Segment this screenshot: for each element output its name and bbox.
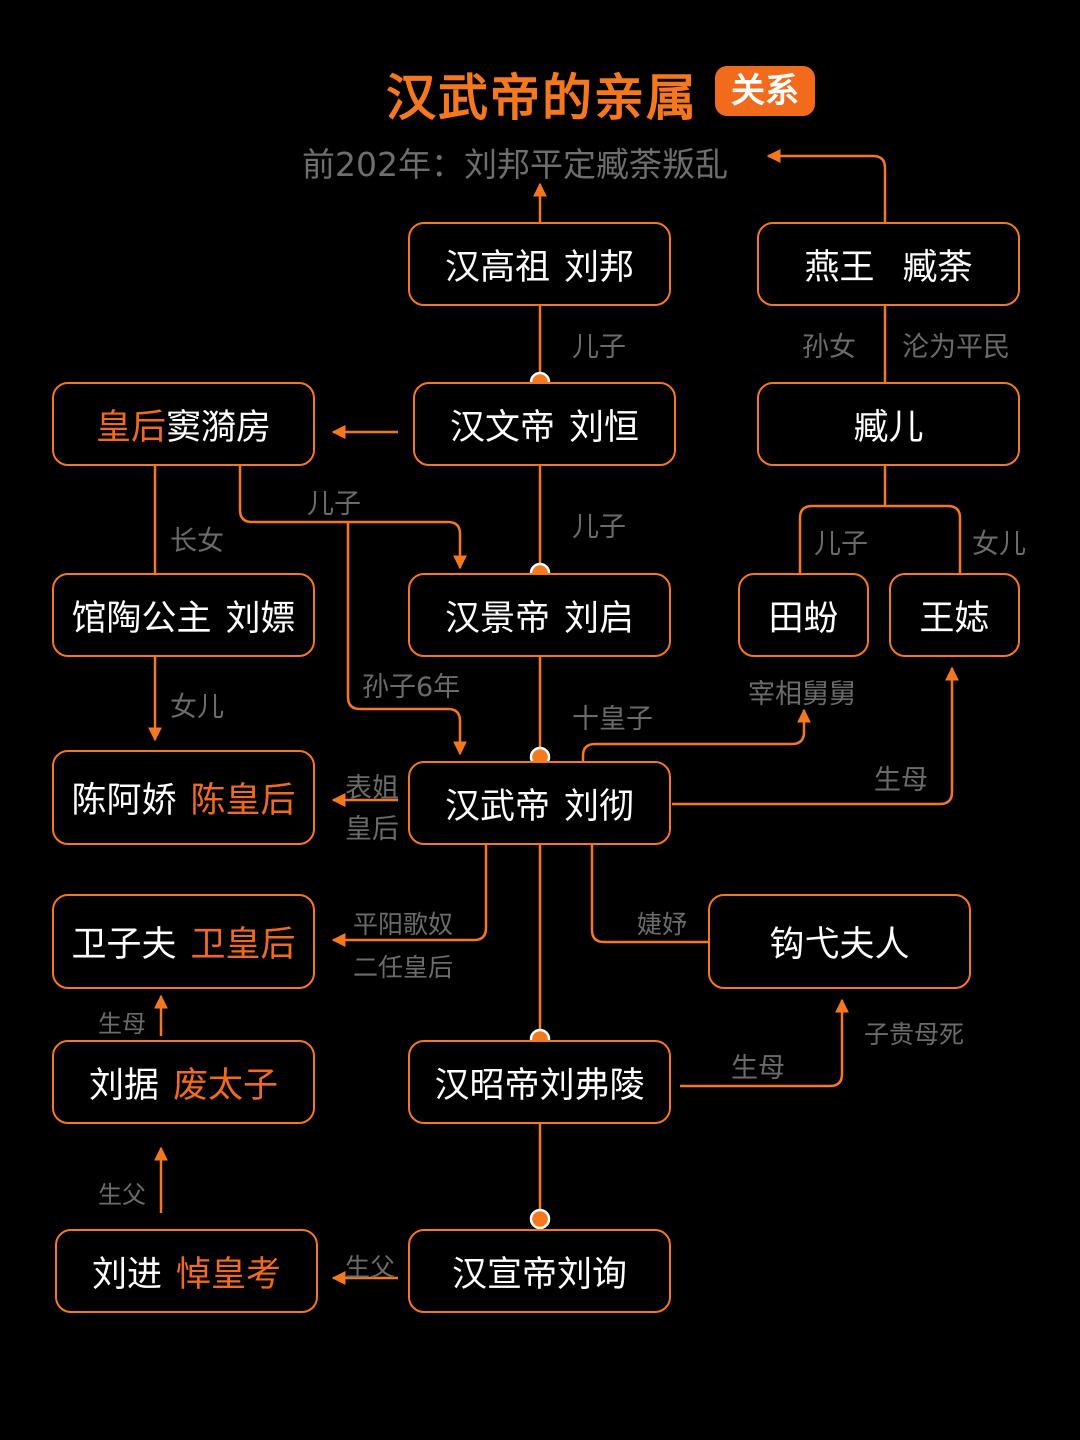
- node-name: 陈阿娇: [71, 781, 177, 821]
- node-name: 刘嫖: [225, 598, 296, 639]
- label-eldest-daughter: 长女: [170, 526, 224, 557]
- label-daughter: 女儿: [972, 529, 1026, 560]
- node-weizifu: 卫子夫卫皇后: [52, 894, 315, 989]
- node-name: 刘邦: [564, 247, 635, 288]
- subtitle: 前202年：刘邦平定臧荼叛乱: [302, 145, 728, 184]
- node-gouyi: 钩弋夫人: [708, 894, 971, 989]
- node-liupiao: 馆陶公主刘嫖: [52, 573, 315, 657]
- node-name: 田蚡: [768, 598, 839, 639]
- link-zangtu-subtitle: [766, 149, 887, 222]
- label-birth-mother: 生母: [731, 1053, 785, 1084]
- node-name: 钩弋夫人: [769, 925, 910, 965]
- label-grandson: 孙子6年: [362, 672, 461, 703]
- node-liujin: 刘进悼皇考: [55, 1229, 318, 1313]
- label-second-empress: 二任皇后: [353, 953, 454, 982]
- node-highlight: 悼皇考: [176, 1254, 282, 1295]
- label-birth-mother: 生母: [98, 1010, 146, 1038]
- node-title: 汉武帝: [444, 786, 550, 827]
- link-liuche-gouyi: [590, 845, 708, 944]
- node-name: 刘据: [88, 1065, 159, 1106]
- node-title: 馆陶公主: [71, 598, 212, 639]
- label-demoted: 沦为平民: [902, 332, 1010, 363]
- node-highlight: 卫皇后: [190, 925, 296, 965]
- link-liuche-weizifu: [331, 845, 488, 947]
- node-zanger: 臧儿: [757, 382, 1020, 466]
- node-liuju: 刘据废太子: [52, 1040, 315, 1124]
- node-title: 汉景帝: [444, 598, 550, 639]
- label-jieyu: 婕妤: [637, 910, 688, 939]
- label-birth-mother: 生母: [874, 765, 928, 796]
- node-name: 王娡: [919, 598, 990, 639]
- node-name: 臧荼: [902, 247, 973, 288]
- node-liuxun: 汉宣帝刘询: [408, 1229, 671, 1313]
- node-highlight: 陈皇后: [190, 781, 296, 821]
- node-tianfen: 田蚡: [738, 573, 869, 657]
- node-liufuling: 汉昭帝刘弗陵: [408, 1040, 671, 1124]
- node-title: 汉高祖: [444, 247, 550, 288]
- node-name: 刘进: [91, 1254, 162, 1295]
- node-highlight: 皇后: [95, 407, 166, 448]
- node-title: 汉文帝: [449, 407, 555, 448]
- label-birth-father: 生父: [345, 1253, 396, 1282]
- label-birth-father: 生父: [98, 1181, 146, 1209]
- link-zanger-children: [798, 466, 962, 573]
- node-douyifang: 皇后窦漪房: [52, 382, 315, 466]
- node-name: 刘恒: [569, 407, 640, 448]
- label-daughter: 女儿: [170, 692, 224, 723]
- node-name: 臧儿: [853, 407, 924, 448]
- node-liubang: 汉高祖刘邦: [408, 222, 671, 306]
- label-tenth-prince: 十皇子: [572, 704, 653, 735]
- label-chancellor-uncle: 宰相舅舅: [748, 679, 856, 710]
- node-name: 汉宣帝刘询: [451, 1254, 627, 1295]
- node-name: 卫子夫: [71, 925, 177, 965]
- node-wangzhi: 王娡: [889, 573, 1020, 657]
- node-name: 刘彻: [564, 786, 635, 827]
- link-liuche-wangzhi: [672, 666, 959, 806]
- label-cousin: 表姐: [345, 773, 399, 804]
- label-son: 儿子: [814, 529, 868, 560]
- label-son: 儿子: [307, 489, 361, 520]
- link-liuche-tianfen: [581, 708, 811, 762]
- label-son-noble-mother-dies: 子贵母死: [864, 1020, 965, 1049]
- title-badge: 关系: [715, 66, 815, 116]
- junction-dot: [529, 1208, 551, 1230]
- page-title: 汉武帝的亲属: [386, 69, 698, 127]
- node-liuheng: 汉文帝刘恒: [413, 382, 676, 466]
- label-singer: 平阳歌奴: [353, 910, 454, 939]
- node-title: 燕王: [804, 247, 875, 288]
- node-name: 窦漪房: [166, 407, 272, 448]
- label-empress: 皇后: [345, 814, 399, 845]
- node-name: 刘启: [564, 598, 635, 639]
- label-son: 儿子: [572, 332, 626, 363]
- node-chenajiao: 陈阿娇陈皇后: [52, 750, 315, 845]
- link-douyifang-liuqi: [238, 466, 467, 570]
- link-liufuling-gouyi: [680, 998, 849, 1088]
- node-liuche: 汉武帝刘彻: [408, 761, 671, 845]
- link-douyifang-liuche: [346, 522, 467, 756]
- node-liuqi: 汉景帝刘启: [408, 573, 671, 657]
- label-son: 儿子: [572, 512, 626, 543]
- node-highlight: 废太子: [173, 1065, 279, 1106]
- label-granddaughter: 孙女: [802, 332, 856, 363]
- node-zangtu: 燕王臧荼: [757, 222, 1020, 306]
- node-name: 汉昭帝刘弗陵: [434, 1065, 645, 1106]
